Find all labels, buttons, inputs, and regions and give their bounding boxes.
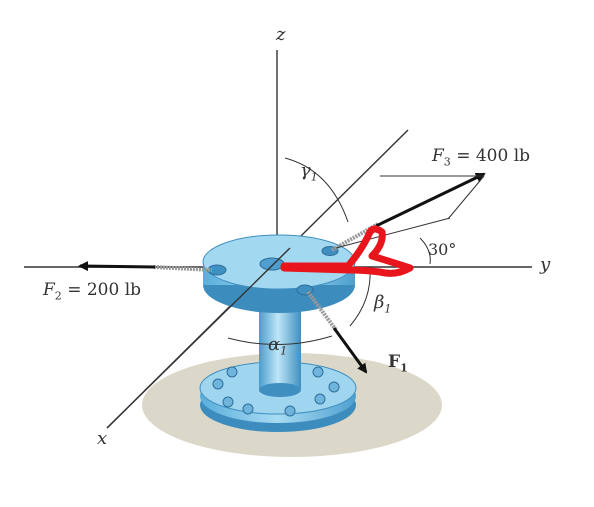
z-axis-label: z [276, 24, 286, 45]
x-axis-label: x [97, 428, 108, 449]
alpha-label: α1 [268, 334, 288, 358]
f3-arrow [375, 172, 486, 228]
alpha-arc [227, 335, 333, 346]
thirty-deg-arc [419, 237, 431, 265]
thirty-degree-label: 30° [428, 240, 457, 259]
f1-arrow [332, 327, 368, 374]
f3-label: F3 = 400 lb [432, 146, 531, 169]
beta-label: β1 [374, 292, 392, 316]
gamma-arc [284, 157, 349, 223]
f3-construction-lines [335, 175, 485, 249]
f2-cable [153, 265, 213, 272]
f1-cable [306, 290, 338, 332]
gamma-label: γ1 [300, 160, 318, 184]
f2-arrow [78, 261, 156, 272]
f1-label: F1 [388, 352, 408, 375]
shaft [259, 306, 301, 390]
top-flange [202, 234, 356, 313]
base-bolts [212, 366, 340, 417]
red-annotation-mark [280, 225, 414, 277]
f2-label: F2 = 200 lb [43, 280, 142, 303]
y-axis-label: y [540, 254, 551, 275]
